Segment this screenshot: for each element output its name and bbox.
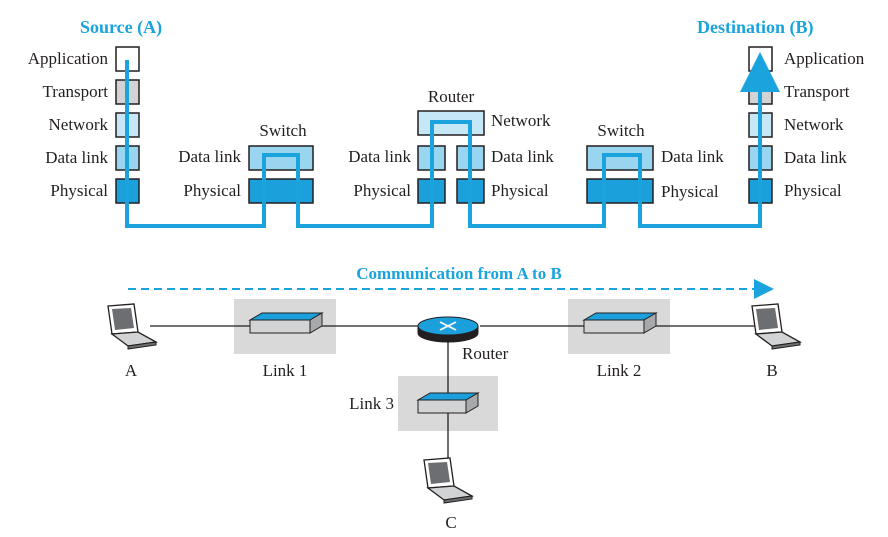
dest-application-label: Application (784, 49, 865, 68)
switch2-datalink-label: Data link (661, 147, 724, 166)
router-datalink-left-label: Data link (348, 147, 411, 166)
switch2-datalink-layer (586, 145, 654, 171)
switch1-device-icon (248, 312, 324, 334)
host-c-label: C (445, 513, 456, 532)
switch2-physical-layer (586, 178, 654, 204)
link2-label: Link 2 (597, 361, 642, 380)
router-physical-left-label: Physical (353, 181, 411, 200)
destination-title: Destination (B) (697, 17, 814, 38)
source-physical-label: Physical (50, 181, 108, 200)
switch1-physical-layer (248, 178, 314, 204)
data-path-line (125, 52, 780, 228)
laptop-c-icon (423, 457, 475, 504)
switch1-datalink-layer (248, 145, 314, 171)
router-datalink-right-label: Data link (491, 147, 554, 166)
dest-physical-label: Physical (784, 181, 842, 200)
switch2-title: Switch (597, 121, 645, 140)
communication-label: Communication from A to B (356, 264, 562, 283)
link1-label: Link 1 (263, 361, 308, 380)
router-physical-right-label: Physical (491, 181, 549, 200)
dest-transport-label: Transport (784, 82, 850, 101)
source-network-label: Network (49, 115, 109, 134)
switch1-datalink-label: Data link (178, 147, 241, 166)
laptop-b-icon (751, 303, 803, 350)
source-application-label: Application (28, 49, 109, 68)
dest-datalink-label: Data link (784, 148, 847, 167)
switch2-physical-label: Physical (661, 182, 719, 201)
laptop-a-icon (107, 303, 159, 350)
dest-network-label: Network (784, 115, 844, 134)
host-b-label: B (766, 361, 777, 380)
switch1-title: Switch (259, 121, 307, 140)
switch1-stack (248, 145, 314, 204)
switch1-physical-label: Physical (183, 181, 241, 200)
source-stack (115, 46, 140, 204)
source-datalink-label: Data link (45, 148, 108, 167)
host-a-label: A (125, 361, 138, 380)
router-title: Router (428, 87, 475, 106)
switch2-device-icon (582, 312, 658, 334)
link3-label: Link 3 (349, 394, 394, 413)
source-transport-label: Transport (43, 82, 109, 101)
router-node-label: Router (462, 344, 509, 363)
source-title: Source (A) (80, 17, 162, 38)
router-stack (417, 110, 485, 204)
router-network-label: Network (491, 111, 551, 130)
router-device-icon (417, 316, 479, 343)
switch3-device-icon (416, 392, 480, 414)
